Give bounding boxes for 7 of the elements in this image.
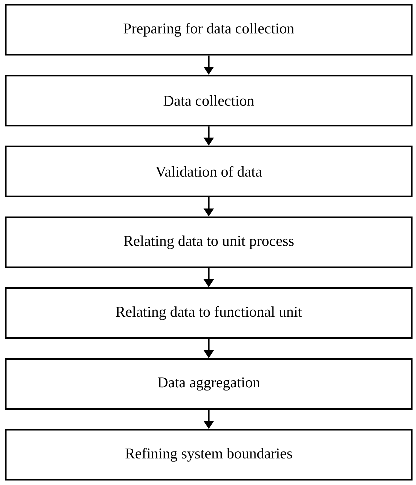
process-box: Validation of data: [5, 146, 413, 198]
process-box: Preparing for data collection: [5, 4, 413, 56]
process-box: Relating data to unit process: [5, 216, 413, 268]
process-box: Relating data to functional unit: [5, 288, 413, 340]
process-box: Refining system boundaries: [5, 429, 413, 481]
process-box: Data collection: [5, 75, 413, 127]
process-box: Data aggregation: [5, 358, 413, 410]
